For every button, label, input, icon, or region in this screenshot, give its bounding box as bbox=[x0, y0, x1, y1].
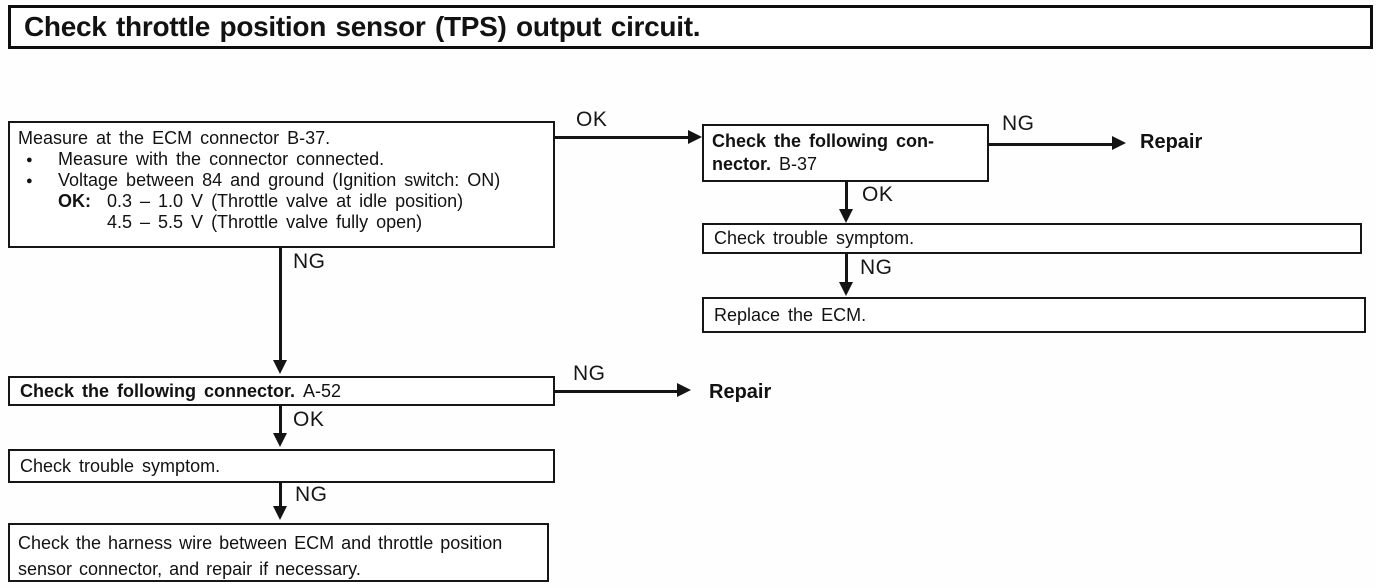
measure-bullet-1-text: Measure with the connector connected. bbox=[58, 149, 385, 169]
connector-line-ok-to-b37 bbox=[554, 136, 690, 139]
connector-line-ng-trouble-down bbox=[845, 252, 848, 284]
connector-line-ng-to-repair-mid bbox=[553, 390, 679, 393]
edge-label-ng-a52: NG bbox=[573, 362, 606, 385]
connector-line-ng-trouble-left-down bbox=[279, 481, 282, 508]
connector-a52-code: A-52 bbox=[303, 381, 342, 401]
bullet-icon: ● bbox=[26, 154, 33, 166]
measure-bullet-1: ● Measure with the connector connected. bbox=[10, 149, 553, 170]
arrowhead-down-icon bbox=[273, 506, 287, 520]
edge-label-ok-top: OK bbox=[576, 108, 608, 131]
arrowhead-down-icon bbox=[273, 360, 287, 374]
replace-ecm-box: Replace the ECM. bbox=[702, 297, 1366, 333]
arrowhead-down-icon bbox=[839, 282, 853, 296]
trouble-symptom-right-box: Check trouble symptom. bbox=[702, 223, 1362, 254]
measure-bullet-2-text: Voltage between 84 and ground (Ignition … bbox=[58, 170, 501, 190]
title-bar: Check throttle position sensor (TPS) out… bbox=[8, 5, 1373, 49]
connector-a52-bold: Check the following connector. bbox=[20, 381, 296, 401]
measure-ok-line-1: OK: 0.3 – 1.0 V (Throttle valve at idle p… bbox=[10, 191, 553, 212]
connector-line-ng-to-repair-top bbox=[987, 143, 1115, 146]
bullet-icon: ● bbox=[26, 175, 33, 187]
edge-label-ok-a52: OK bbox=[293, 408, 325, 431]
connector-b37-code: B-37 bbox=[779, 154, 818, 174]
measure-box: Measure at the ECM connector B-37. ● Mea… bbox=[8, 121, 555, 248]
measure-bullet-2: ● Voltage between 84 and ground (Ignitio… bbox=[10, 170, 553, 191]
edge-label-ng-b37: NG bbox=[1002, 112, 1035, 135]
arrowhead-down-icon bbox=[273, 433, 287, 447]
connector-b37-line-1: Check the following con- bbox=[712, 131, 935, 151]
repair-label-mid: Repair bbox=[709, 381, 772, 403]
connector-b37-box: Check the following con- nector. B-37 bbox=[702, 124, 989, 182]
edge-label-ok-b37-down: OK bbox=[862, 183, 894, 206]
connector-b37-line-2-bold: nector. bbox=[712, 154, 772, 174]
page-title: Check throttle position sensor (TPS) out… bbox=[24, 11, 701, 42]
measure-ok-line-2: 4.5 – 5.5 V (Throttle valve fully open) bbox=[107, 212, 423, 232]
connector-line-ok-a52-down bbox=[279, 404, 282, 435]
arrowhead-down-icon bbox=[839, 209, 853, 223]
connector-line-ng-measure-down bbox=[279, 246, 282, 362]
repair-label-top: Repair bbox=[1140, 131, 1203, 153]
arrowhead-right-icon bbox=[1112, 136, 1126, 150]
edge-label-ng-trouble-left: NG bbox=[295, 483, 328, 506]
measure-heading: Measure at the ECM connector B-37. bbox=[18, 128, 331, 148]
harness-box: Check the harness wire between ECM and t… bbox=[8, 523, 549, 582]
connector-a52-box: Check the following connector. A-52 bbox=[8, 376, 555, 406]
ok-range-idle: 0.3 – 1.0 V (Throttle valve at idle posi… bbox=[107, 191, 464, 211]
connector-line-ok-b37-down bbox=[845, 180, 848, 212]
arrowhead-right-icon bbox=[688, 130, 702, 144]
arrowhead-right-icon bbox=[677, 383, 691, 397]
trouble-symptom-left-box: Check trouble symptom. bbox=[8, 449, 555, 483]
edge-label-ng-trouble-right: NG bbox=[860, 256, 893, 279]
edge-label-ng-measure: NG bbox=[293, 250, 326, 273]
connector-b37-line-2: nector. B-37 bbox=[712, 153, 979, 176]
ok-prefix-label: OK: bbox=[58, 191, 91, 211]
